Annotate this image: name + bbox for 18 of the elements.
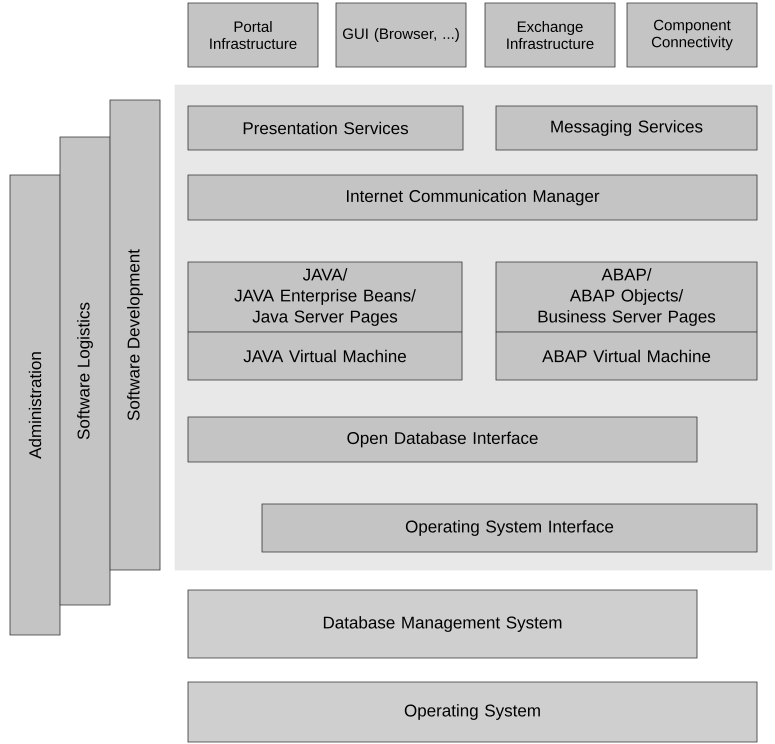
- system-box: Database Management System: [188, 590, 698, 658]
- system-box: Operating System: [188, 682, 758, 742]
- service-box: Messaging Services: [496, 106, 758, 150]
- layer-bar: Software Logistics: [60, 136, 110, 606]
- service-box: Presentation Services: [188, 106, 464, 150]
- virtual-machine-box: JAVA Virtual Machine: [188, 332, 462, 380]
- component-box: Exchange Infrastructure: [484, 2, 616, 68]
- layer-bar: Administration: [10, 174, 60, 636]
- layer-bar: Software Development: [110, 100, 160, 570]
- runtime-box: ABAP/ ABAP Objects/ Business Server Pages: [496, 262, 758, 332]
- runtime-box: JAVA/ JAVA Enterprise Beans/ Java Server Pages: [188, 262, 462, 332]
- interface-box: Open Database Interface: [188, 416, 698, 462]
- interface-box: Operating System Interface: [262, 504, 758, 552]
- virtual-machine-box: ABAP Virtual Machine: [496, 332, 758, 380]
- component-box: Component Connectivity: [626, 2, 758, 68]
- component-box: GUI (Browser, ...): [336, 2, 466, 68]
- component-box: Portal Infrastructure: [188, 2, 318, 68]
- service-box: Internet Communication Manager: [188, 174, 758, 220]
